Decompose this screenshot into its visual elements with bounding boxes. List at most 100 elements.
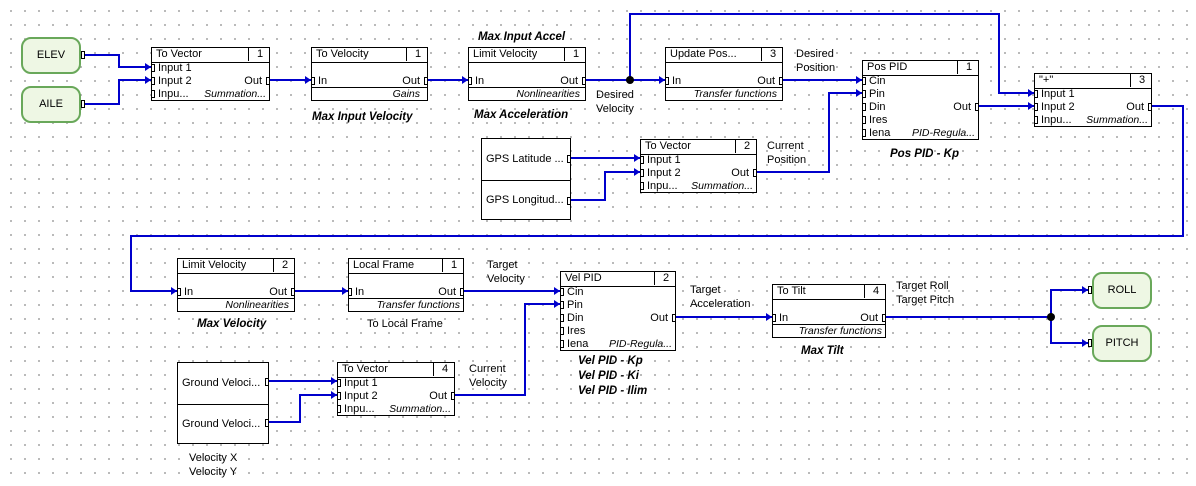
wire-elev[interactable] <box>85 54 151 68</box>
input-2-port[interactable] <box>640 169 644 177</box>
current-position-label: Current Position <box>767 140 807 166</box>
ires-port[interactable] <box>862 116 866 124</box>
wire-roll[interactable] <box>1050 289 1088 317</box>
output-port[interactable] <box>266 77 270 85</box>
cin-port[interactable] <box>862 77 866 85</box>
elev-port[interactable] <box>81 51 85 59</box>
input-1-port[interactable] <box>640 156 644 164</box>
pin-port[interactable] <box>862 90 866 98</box>
input-3-label: Inpu... <box>158 88 189 100</box>
wire-plus-limitvelocity2[interactable] <box>130 105 1184 292</box>
cin-port[interactable] <box>560 288 564 296</box>
iena-port[interactable] <box>560 340 564 348</box>
wire-tovector4-velpid[interactable] <box>455 303 560 396</box>
wire-ground-vy[interactable] <box>269 394 337 423</box>
roll-port[interactable] <box>1088 286 1092 294</box>
arrow-velpid-cin <box>554 287 560 295</box>
input-3-port[interactable] <box>640 182 644 190</box>
output-port[interactable] <box>753 169 757 177</box>
plus-3-block[interactable]: "+"3 Input 1 Input 2 Inpu... Out Summati… <box>1034 73 1152 127</box>
ground-velocity-x-port[interactable] <box>265 378 269 386</box>
pin-label: Pin <box>567 299 583 311</box>
input-2-port[interactable] <box>151 77 155 85</box>
arrow-pospid-pin-a <box>856 76 862 84</box>
arrow-tovector1-in1 <box>145 63 151 71</box>
output-port[interactable] <box>460 288 464 296</box>
input-label: In <box>184 286 194 298</box>
roll-terminal[interactable]: ROLL <box>1092 272 1152 309</box>
ground-velocity-source-block[interactable]: Ground Veloci... Ground Veloci... <box>177 362 269 444</box>
output-port[interactable] <box>975 103 979 111</box>
pitch-terminal[interactable]: PITCH <box>1092 325 1152 362</box>
aile-terminal[interactable]: AILE <box>21 86 81 123</box>
wire-pitch[interactable] <box>1050 317 1088 344</box>
block-title: Vel PID <box>565 272 602 284</box>
din-port[interactable] <box>560 314 564 322</box>
output-port[interactable] <box>882 314 886 322</box>
input-port[interactable] <box>665 77 669 85</box>
din-port[interactable] <box>862 103 866 111</box>
input-1-port[interactable] <box>1034 90 1038 98</box>
gps-latitude-port[interactable] <box>567 155 571 163</box>
pin-port[interactable] <box>560 301 564 309</box>
input-port[interactable] <box>348 288 352 296</box>
output-port[interactable] <box>779 77 783 85</box>
input-3-port[interactable] <box>151 90 155 98</box>
input-label: In <box>779 312 789 324</box>
update-pos-3-block[interactable]: Update Pos...3 In Out Transfer functions <box>665 47 783 101</box>
wire-desired-velocity-feedforward[interactable] <box>629 13 1034 94</box>
output-port[interactable] <box>1148 103 1152 111</box>
output-port[interactable] <box>424 77 428 85</box>
wire-gps-lon[interactable] <box>571 171 640 201</box>
input-3-label: Inpu... <box>1041 114 1072 126</box>
output-port[interactable] <box>291 288 295 296</box>
input-2-port[interactable] <box>337 392 341 400</box>
elev-terminal[interactable]: ELEV <box>21 37 81 74</box>
input-port[interactable] <box>772 314 776 322</box>
input-port[interactable] <box>177 288 181 296</box>
input-port[interactable] <box>311 77 315 85</box>
cin-label: Cin <box>869 75 886 87</box>
arrow-updatepos-in <box>659 76 665 84</box>
input-1-port[interactable] <box>337 379 341 387</box>
block-number: 2 <box>654 272 677 285</box>
ground-velocity-y-port[interactable] <box>265 419 269 427</box>
output-port[interactable] <box>451 392 455 400</box>
arrow-tovelocity-in <box>305 76 311 84</box>
input-2-port[interactable] <box>1034 103 1038 111</box>
ground-velocity-x-cell: Ground Veloci... <box>178 363 268 405</box>
block-category: Summation... <box>204 88 266 100</box>
ires-port[interactable] <box>560 327 564 335</box>
gps-latitude-cell: GPS Latitude ... <box>482 139 570 181</box>
pitch-port[interactable] <box>1088 339 1092 347</box>
gps-source-block[interactable]: GPS Latitude ... GPS Longitud... <box>481 138 571 220</box>
input-3-port[interactable] <box>1034 116 1038 124</box>
din-label: Din <box>869 101 886 113</box>
pos-pid-kp-label: Pos PID - Kp <box>890 148 960 160</box>
input-3-port[interactable] <box>337 405 341 413</box>
output-label: Out <box>757 75 775 87</box>
output-port[interactable] <box>582 77 586 85</box>
input-1-port[interactable] <box>151 64 155 72</box>
input-port[interactable] <box>468 77 472 85</box>
aile-port[interactable] <box>81 100 85 108</box>
iena-label: Iena <box>869 127 891 139</box>
arrow-plus-in1 <box>1028 89 1034 97</box>
output-port[interactable] <box>672 314 676 322</box>
wire-tovector2-pospid[interactable] <box>757 92 862 173</box>
wire-aile[interactable] <box>85 79 151 105</box>
target-acceleration-label: Target Acceleration <box>690 284 751 310</box>
gps-longitude-port[interactable] <box>567 197 571 205</box>
iena-port[interactable] <box>862 129 866 137</box>
